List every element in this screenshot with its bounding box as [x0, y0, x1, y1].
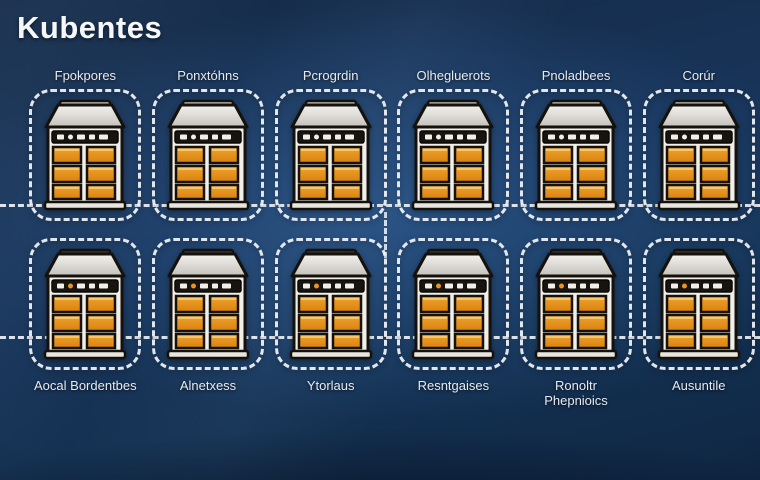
dashed-frame [520, 89, 633, 221]
node-card: Aocal Bordentbes [24, 238, 147, 408]
node-label: Resntgaises [417, 378, 490, 393]
node-card: Resntgaises [392, 238, 515, 408]
server-cabinet-icon [534, 99, 618, 211]
dashed-frame [29, 238, 142, 370]
server-cabinet-icon [166, 248, 250, 360]
node-label: Aocal Bordentbes [34, 378, 137, 393]
server-cabinet-icon [534, 248, 618, 360]
server-cabinet-icon [44, 99, 127, 211]
node-label: Alnetxess [179, 378, 237, 393]
node-card: Olhegluerots [392, 66, 515, 221]
server-cabinet-icon [412, 248, 495, 360]
node-label: Ausuntile [671, 378, 726, 393]
dashed-frame [152, 238, 264, 370]
node-label: Fpokpores [54, 68, 117, 83]
node-label: Olhegluerots [416, 68, 491, 83]
node-label: Ytorlaus [306, 378, 355, 393]
node-label: Pnoladbees [541, 68, 611, 83]
dashed-frame [274, 238, 387, 370]
bottom-node-row: Aocal Bordentbes [0, 238, 760, 408]
server-cabinet-icon [657, 99, 740, 211]
server-cabinet-icon [657, 248, 740, 360]
node-label: Pcrogrdin [302, 68, 359, 83]
node-label: Ronoltr Phepnioics [544, 378, 608, 408]
dashed-frame [397, 238, 510, 370]
node-label: Ponxtóhns [177, 68, 239, 83]
dashed-frame [397, 89, 510, 221]
node-label: Corúr [682, 68, 715, 83]
node-card: Corúr [637, 66, 760, 221]
node-card: Pnoladbees [515, 66, 638, 221]
node-card: Ausuntile [637, 238, 760, 408]
top-node-row: Fpokpores [0, 66, 760, 221]
server-cabinet-icon [289, 248, 372, 360]
server-cabinet-icon [289, 99, 372, 211]
node-card: Fpokpores [24, 66, 147, 221]
node-card: Pcrogrdin [269, 66, 392, 221]
server-cabinet-icon [166, 99, 250, 211]
node-card: Alnetxess [147, 238, 270, 408]
dashed-frame [642, 89, 755, 221]
dashed-connector-line [384, 212, 387, 258]
dashed-frame [29, 89, 142, 221]
server-cabinet-icon [412, 99, 495, 211]
server-cabinet-icon [44, 248, 127, 360]
node-card: Ronoltr Phepnioics [515, 238, 638, 408]
dashed-frame [642, 238, 755, 370]
dashed-frame [520, 238, 633, 370]
dashed-frame [274, 89, 387, 221]
dashed-frame [152, 89, 264, 221]
node-card: Ytorlaus [269, 238, 392, 408]
page-title: Kubentes [17, 10, 163, 45]
node-card: Ponxtóhns [147, 66, 270, 221]
dashed-connector-line [0, 336, 760, 339]
